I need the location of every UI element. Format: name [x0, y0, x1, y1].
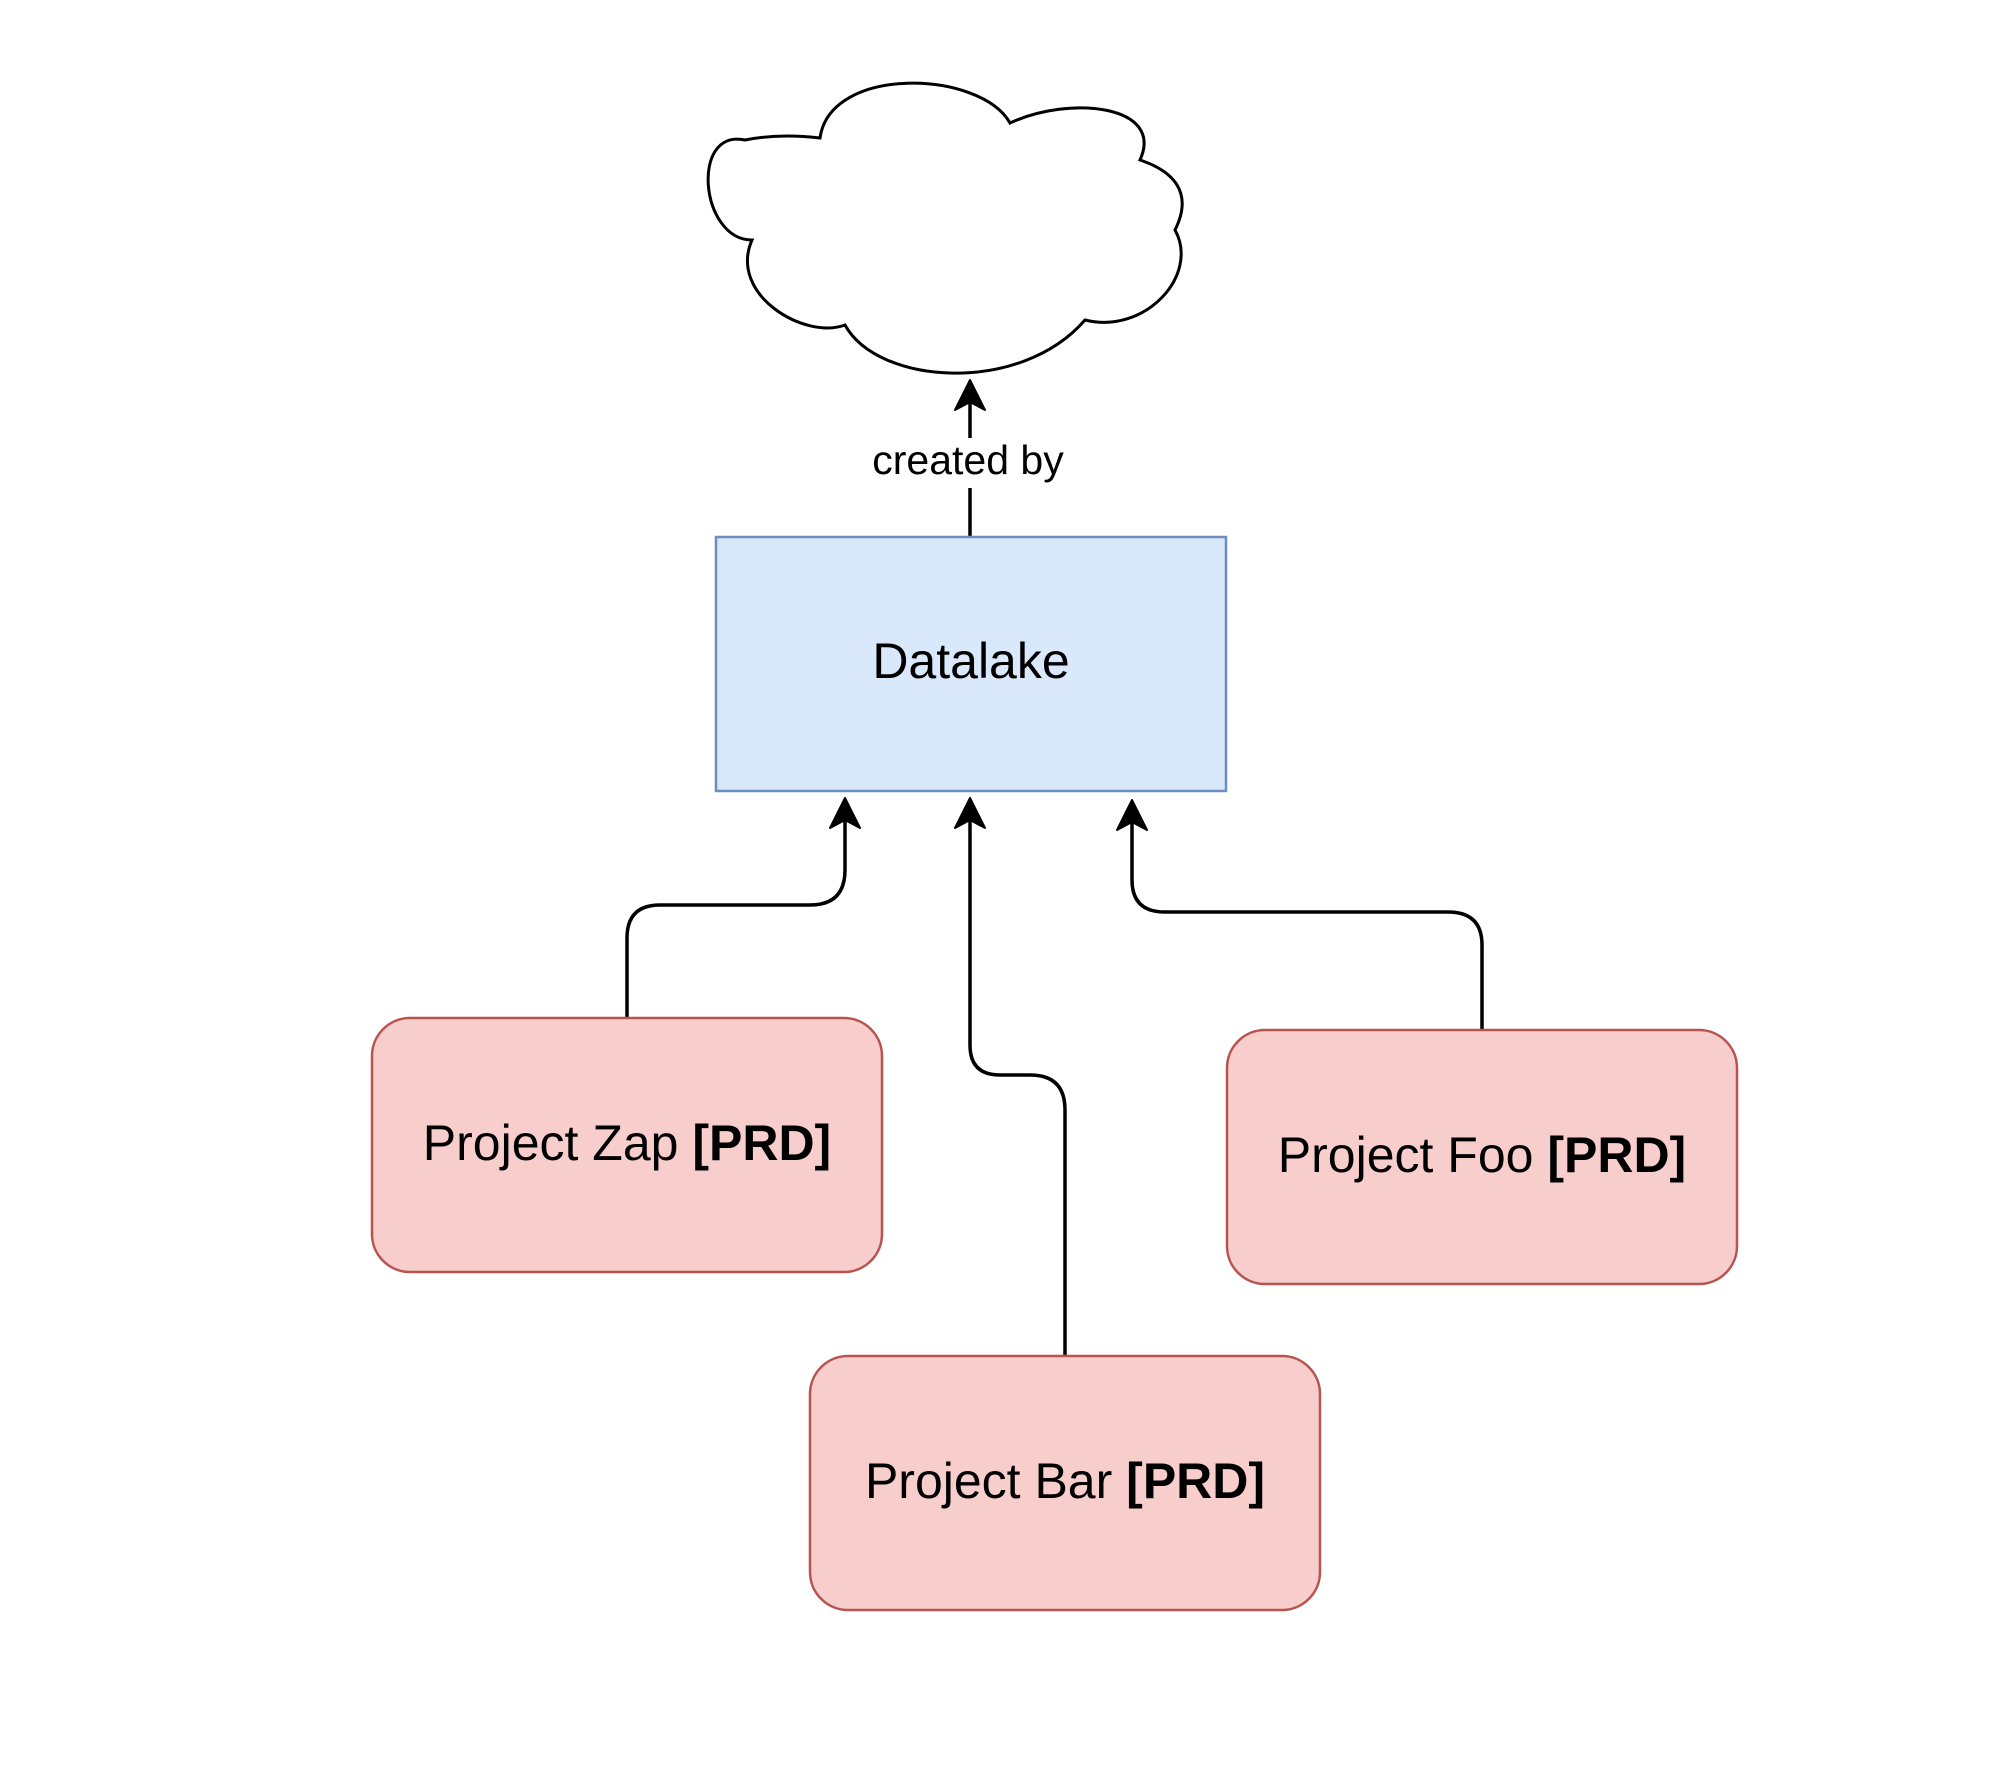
cloud-shape	[706, 81, 1184, 375]
edge-label-background	[855, 438, 1085, 488]
arrowhead-icon	[1116, 799, 1148, 831]
edge-line	[625, 820, 847, 1018]
project-zap-shape	[370, 1016, 884, 1274]
project-bar-shape	[808, 1354, 1322, 1612]
project-bar-label: Project Bar [PRD]	[865, 1453, 1265, 1509]
project-foo-node[interactable]: Project Foo [PRD]	[1225, 1028, 1739, 1286]
arrowhead-icon	[954, 379, 986, 411]
datalake-node[interactable]: Datalake	[714, 535, 1228, 793]
project-zap-label: Project Zap [PRD]	[423, 1115, 831, 1171]
edge-project-foo-to-datalake[interactable]	[1116, 799, 1484, 1030]
edge-line	[1130, 822, 1484, 1030]
edge-project-bar-to-datalake[interactable]	[954, 797, 1067, 1356]
project-foo-label: Project Foo [PRD]	[1278, 1127, 1686, 1183]
edge-project-zap-to-datalake[interactable]	[625, 797, 861, 1018]
datalake-label: Datalake	[872, 633, 1069, 689]
cloud-node[interactable]	[706, 81, 1184, 375]
edge-created-by[interactable]: created by	[855, 379, 1085, 537]
arrowhead-icon	[829, 797, 861, 829]
arrowhead-icon	[954, 797, 986, 829]
project-zap-node[interactable]: Project Zap [PRD]	[370, 1016, 884, 1274]
project-bar-node[interactable]: Project Bar [PRD]	[808, 1354, 1322, 1612]
datalake-shape	[714, 535, 1228, 793]
edge-label: created by	[872, 437, 1064, 483]
edge-line	[968, 820, 1067, 1356]
project-foo-shape	[1225, 1028, 1739, 1286]
